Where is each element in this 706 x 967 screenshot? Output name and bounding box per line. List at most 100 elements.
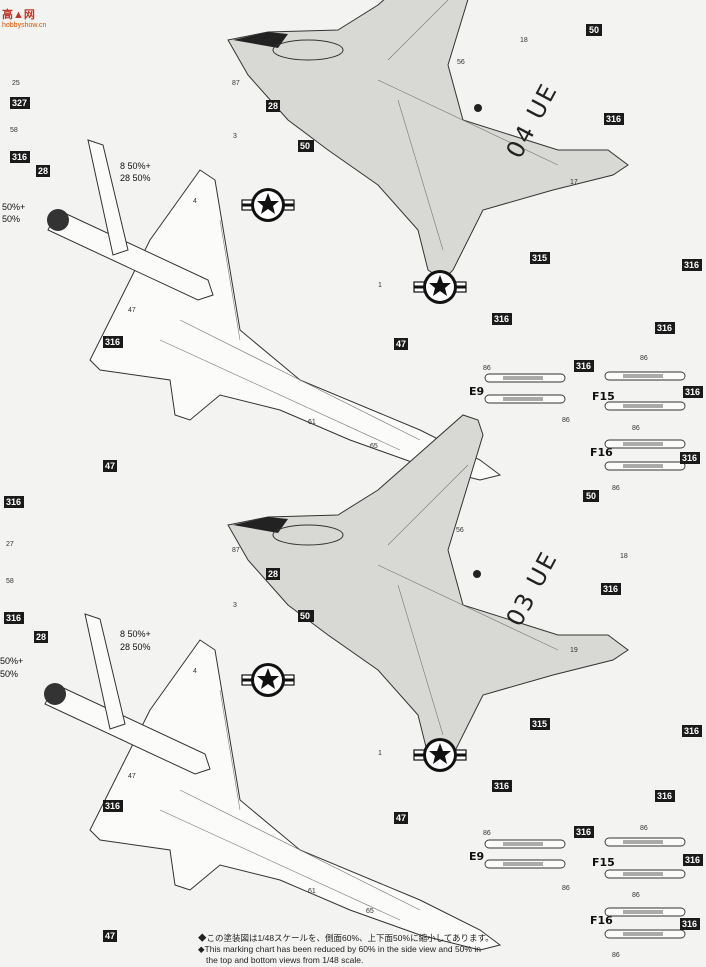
svg-text:86: 86 (562, 885, 570, 892)
percent-label: 8 50%+ (120, 629, 151, 639)
svg-text:47: 47 (128, 307, 136, 314)
svg-text:47: 47 (396, 339, 406, 349)
svg-text:86: 86 (562, 417, 570, 424)
svg-text:86: 86 (612, 485, 620, 492)
svg-text:327: 327 (12, 98, 27, 108)
svg-text:47: 47 (105, 461, 115, 471)
svg-text:86: 86 (640, 355, 648, 362)
svg-text:58: 58 (6, 578, 14, 585)
svg-text:316: 316 (105, 337, 120, 347)
svg-text:316: 316 (684, 260, 699, 270)
svg-text:4: 4 (193, 668, 197, 675)
percent-label: 28 50% (120, 173, 151, 183)
site-logo: 高▲网 hobbyshow.cn (2, 9, 47, 29)
svg-text:F16: F16 (590, 446, 613, 459)
svg-text:F15: F15 (592, 856, 615, 869)
svg-text:F16: F16 (590, 914, 613, 927)
svg-text:86: 86 (632, 892, 640, 899)
svg-text:E9: E9 (469, 385, 484, 398)
svg-text:316: 316 (685, 387, 700, 397)
svg-text:50: 50 (300, 141, 310, 151)
footnote-english-2: the top and bottom views from 1/48 scale… (206, 955, 364, 965)
roundel-insignia (412, 268, 468, 306)
roundel-insignia (240, 661, 296, 699)
percent-label: 28 50% (120, 642, 151, 652)
svg-text:50: 50 (300, 611, 310, 621)
svg-text:27: 27 (6, 541, 14, 548)
svg-text:65: 65 (370, 443, 378, 450)
svg-text:316: 316 (12, 152, 27, 162)
callout-group: 18 56 87 17 1 3 4 47 61 65 (128, 37, 578, 450)
pylon-details-upper: E9 86 86 316 F15 86 86 316 F16 86 316 (469, 355, 703, 492)
svg-text:58: 58 (10, 127, 18, 134)
svg-text:86: 86 (640, 825, 648, 832)
badge-group: 50 316 316 316 315 316 47 28 50 316 47 2… (36, 24, 702, 472)
svg-text:316: 316 (603, 584, 618, 594)
svg-text:50: 50 (589, 25, 599, 35)
top-view-aircraft-lower (227, 414, 629, 766)
svg-text:61: 61 (308, 888, 316, 895)
badge-group: 50 316 316 315 316 316 47 28 50 316 47 2… (34, 490, 702, 942)
svg-text:86: 86 (483, 830, 491, 837)
svg-text:316: 316 (6, 497, 21, 507)
svg-text:28: 28 (268, 101, 278, 111)
svg-text:56: 56 (457, 59, 465, 66)
svg-text:61: 61 (308, 419, 316, 426)
svg-text:4: 4 (193, 198, 197, 205)
svg-text:1: 1 (378, 750, 382, 757)
svg-text:316: 316 (682, 453, 697, 463)
callout-group: 18 56 87 19 1 3 4 47 61 65 (128, 527, 628, 915)
svg-text:28: 28 (268, 569, 278, 579)
svg-text:56: 56 (456, 527, 464, 534)
percent-label: 50% (2, 214, 20, 224)
svg-text:86: 86 (612, 952, 620, 959)
svg-text:316: 316 (494, 314, 509, 324)
roundel-insignia (240, 186, 296, 224)
percent-label: 50%+ (0, 656, 23, 666)
left-edge-callouts: 25 327 58 316 316 27 58 316 (4, 80, 30, 624)
svg-text:316: 316 (684, 726, 699, 736)
svg-text:47: 47 (105, 931, 115, 941)
svg-text:86: 86 (483, 365, 491, 372)
svg-text:50: 50 (586, 491, 596, 501)
svg-text:18: 18 (520, 37, 528, 44)
footnote-japanese: ◆この塗装図は1/48スケールを、側面60%、上下面50%に縮小してあります。 (198, 933, 494, 943)
svg-text:19: 19 (570, 647, 578, 654)
percent-label: 50% (0, 669, 18, 679)
svg-text:316: 316 (657, 791, 672, 801)
tail-code: 03 UE (501, 546, 564, 631)
svg-text:316: 316 (576, 827, 591, 837)
svg-text:316: 316 (105, 801, 120, 811)
top-view-aircraft-upper (227, 0, 629, 281)
svg-text:65: 65 (366, 908, 374, 915)
svg-text:316: 316 (6, 613, 21, 623)
svg-text:316: 316 (576, 361, 591, 371)
svg-text:87: 87 (232, 547, 240, 554)
svg-text:315: 315 (532, 253, 547, 263)
svg-text:316: 316 (494, 781, 509, 791)
svg-text:3: 3 (233, 602, 237, 609)
svg-text:28: 28 (38, 166, 48, 176)
percent-label: 8 50%+ (120, 161, 151, 171)
svg-text:86: 86 (632, 425, 640, 432)
svg-text:316: 316 (682, 919, 697, 929)
svg-text:315: 315 (532, 719, 547, 729)
svg-text:1: 1 (378, 282, 382, 289)
svg-text:E9: E9 (469, 850, 484, 863)
percent-label: 50%+ (2, 202, 25, 212)
svg-text:316: 316 (685, 855, 700, 865)
svg-text:28: 28 (36, 632, 46, 642)
svg-text:25: 25 (12, 80, 20, 87)
svg-text:17: 17 (570, 179, 578, 186)
svg-text:316: 316 (606, 114, 621, 124)
footnote-english-1: ◆This marking chart has been reduced by … (198, 944, 481, 954)
svg-text:316: 316 (657, 323, 672, 333)
svg-text:F15: F15 (592, 390, 615, 403)
svg-text:18: 18 (620, 553, 628, 560)
pylon-details-lower: E9 86 86 316 F15 86 86 316 F16 86 316 (469, 825, 703, 959)
svg-text:47: 47 (128, 773, 136, 780)
svg-text:87: 87 (232, 80, 240, 87)
svg-text:3: 3 (233, 133, 237, 140)
